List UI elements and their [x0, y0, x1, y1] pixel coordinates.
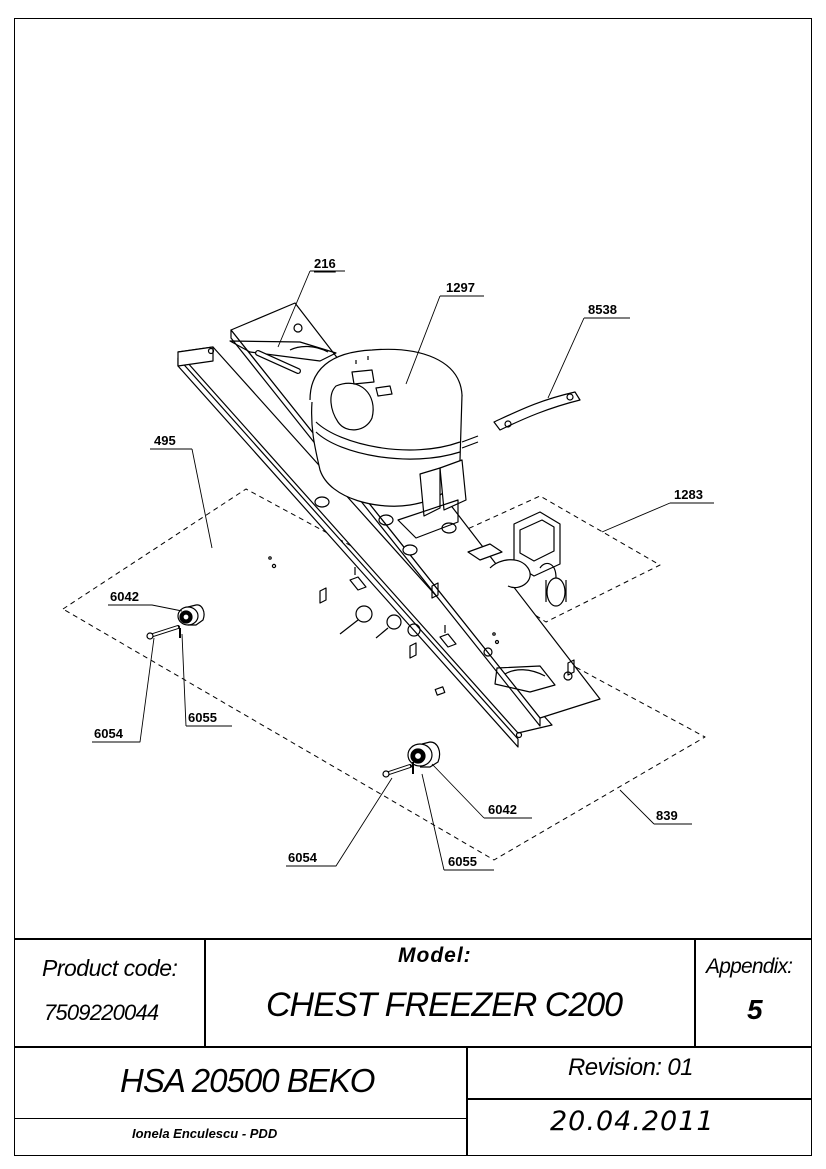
- base-rail-495: [177, 346, 553, 748]
- assembly-boundary-839: [62, 488, 706, 861]
- relay-kit-1283: [467, 511, 567, 607]
- divider: [14, 1118, 466, 1119]
- callout-6042-upper: 6042: [110, 589, 139, 604]
- grommet-6042-upper: [177, 604, 205, 626]
- screw-6054-lower: [382, 764, 412, 778]
- callout-6042-lower: 6042: [488, 802, 517, 817]
- callout-6055-upper: 6055: [188, 710, 217, 725]
- product-code-value: 7509220044: [44, 1000, 159, 1025]
- author: Ionela Enculescu - PDD: [132, 1126, 278, 1141]
- revision: Revision: 01: [568, 1054, 693, 1081]
- callout-6054-lower: 6054: [288, 850, 318, 865]
- divider: [14, 1046, 812, 1048]
- drawing-frame: [14, 18, 812, 1156]
- divider: [466, 1098, 812, 1100]
- revision-date: 20.04.2011: [550, 1106, 715, 1137]
- screw-6054-upper: [146, 625, 180, 640]
- callout-839: 839: [656, 808, 678, 823]
- divider: [466, 1046, 468, 1156]
- rod-216: [255, 350, 301, 374]
- model-label: Model:: [398, 944, 472, 967]
- callout-8538: 8538: [588, 302, 617, 317]
- callout-1283: 1283: [674, 487, 703, 502]
- compressor-1297: [309, 348, 479, 556]
- compressor-name: HSA 20500 BEKO: [120, 1062, 375, 1099]
- grommet-6042-lower: [407, 741, 441, 768]
- callout-6055-lower: 6055: [448, 854, 477, 869]
- callout-216: 216: [314, 256, 336, 271]
- model-value: CHEST FREEZER C200: [266, 986, 623, 1024]
- callout-495: 495: [154, 433, 176, 448]
- divider: [14, 938, 812, 940]
- appendix-label: Appendix:: [706, 955, 793, 978]
- divider: [204, 938, 206, 1046]
- product-code-label: Product code:: [42, 955, 178, 981]
- appendix-value: 5: [747, 994, 763, 1025]
- callout-6054-upper: 6054: [94, 726, 124, 741]
- divider: [694, 938, 696, 1046]
- callout-1297: 1297: [446, 280, 475, 295]
- bracket-8538: [493, 391, 581, 431]
